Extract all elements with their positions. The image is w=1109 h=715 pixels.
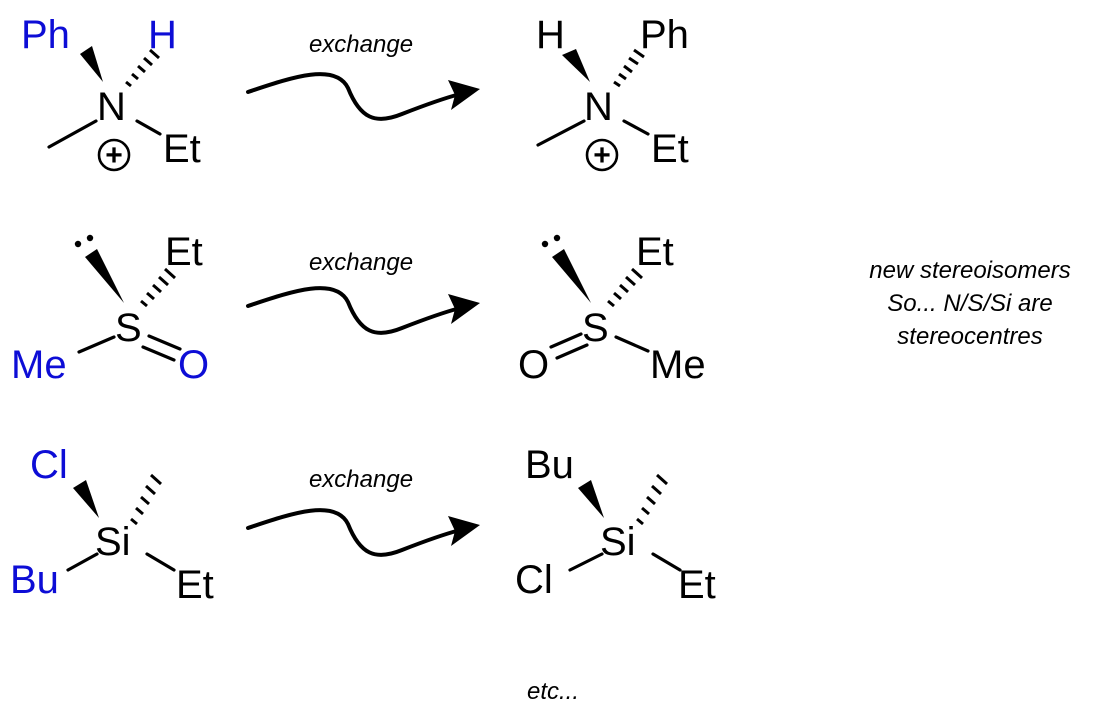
wedge-bond (552, 249, 591, 303)
arrow-row-3: exchange (246, 466, 480, 557)
arrow-label: exchange (309, 466, 413, 493)
hashed-bond (607, 267, 644, 308)
arrow-label: exchange (309, 249, 413, 276)
squiggle-arrow (246, 72, 462, 121)
atom-nitrogen: N (584, 85, 613, 129)
atom-nitrogen: N (97, 85, 126, 129)
atom-ethyl: Et (176, 563, 214, 607)
lone-pair-dot (86, 234, 94, 242)
hashed-bond (140, 267, 177, 308)
atom-sulfur: S (582, 306, 609, 350)
atom-oxygen: O (518, 343, 549, 387)
wedge-bond (73, 480, 99, 518)
hashed-bond (613, 48, 645, 88)
atom-ethyl: Et (651, 127, 689, 171)
annotation-line-2: So... N/S/Si are (887, 290, 1052, 317)
squiggle-arrow (246, 508, 462, 557)
atom-sulfur: S (115, 306, 142, 350)
bond-chlorine (568, 552, 604, 572)
lone-pair-dot (553, 234, 561, 242)
positive-charge: + (105, 139, 123, 172)
double-bond-lower (141, 345, 176, 362)
double-bond-upper (147, 334, 182, 351)
wedge-bond (80, 46, 103, 82)
lone-pair-dot (541, 240, 549, 248)
atom-butyl: Bu (525, 443, 574, 487)
silane-left: Cl Si Bu Et (10, 443, 214, 607)
atom-oxygen: O (178, 343, 209, 387)
atom-butyl: Bu (10, 558, 59, 602)
wedge-bond (562, 49, 590, 82)
atom-ethyl: Et (163, 127, 201, 171)
bond-methyl (47, 119, 98, 149)
arrow-row-1: exchange (246, 31, 480, 121)
bond-methyl (536, 119, 586, 147)
bond-ethyl (135, 119, 162, 136)
atom-chlorine: Cl (30, 443, 68, 487)
arrowhead (448, 294, 480, 324)
atom-phenyl: Ph (640, 13, 689, 57)
bond-methyl (77, 335, 116, 354)
bond-butyl (66, 552, 99, 572)
arrow-label: exchange (309, 31, 413, 58)
atom-ethyl: Et (678, 563, 716, 607)
atom-ethyl: Et (165, 230, 203, 274)
atom-ethyl: Et (636, 230, 674, 274)
atom-chlorine: Cl (515, 558, 553, 602)
atom-methyl: Me (11, 343, 67, 387)
arrow-row-2: exchange (246, 249, 480, 335)
hashed-bond (636, 473, 669, 526)
sulfoxide-right: Et S O Me (518, 230, 706, 387)
atom-phenyl: Ph (21, 13, 70, 57)
annotation: new stereoisomers So... N/S/Si are stere… (869, 257, 1070, 350)
footer-etc: etc... (527, 678, 579, 705)
atom-hydrogen: H (536, 13, 565, 57)
squiggle-arrow (246, 286, 462, 335)
annotation-line-1: new stereoisomers (869, 257, 1070, 284)
atom-methyl: Me (650, 343, 706, 387)
atom-silicon: Si (95, 520, 131, 564)
hashed-bond (130, 473, 163, 526)
wedge-bond (85, 249, 124, 303)
positive-charge: + (593, 139, 611, 172)
bond-ethyl (622, 119, 650, 136)
double-bond-lower (555, 343, 589, 360)
double-bond-upper (549, 332, 583, 349)
wedge-bond (578, 480, 604, 518)
lone-pair-dot (74, 240, 82, 248)
bond-methyl (614, 335, 650, 353)
atom-silicon: Si (600, 520, 636, 564)
arrowhead (448, 80, 480, 110)
ammonium-right: H Ph N Et + (536, 13, 689, 172)
atom-hydrogen: H (148, 13, 177, 57)
arrowhead (448, 516, 480, 546)
hashed-bond (125, 48, 160, 88)
charge-circle (585, 138, 619, 172)
bond-ethyl (145, 552, 176, 572)
annotation-line-3: stereocentres (897, 323, 1042, 350)
bond-ethyl (651, 552, 682, 572)
charge-circle (97, 138, 131, 172)
silane-right: Bu Si Cl Et (515, 443, 716, 607)
sulfoxide-left: Et S Me O (11, 230, 209, 387)
ammonium-left: Ph H N Et + (21, 13, 201, 172)
